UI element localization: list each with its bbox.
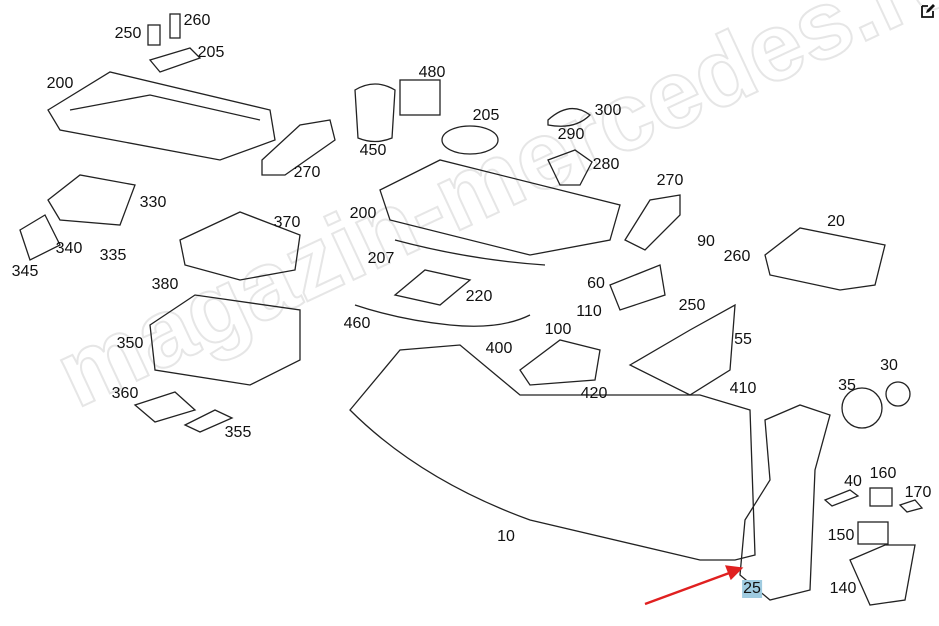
part-480	[399, 79, 441, 116]
callout-270-mid[interactable]: 270	[656, 172, 684, 189]
part-40	[823, 489, 860, 507]
part-205-mid	[441, 125, 499, 155]
callout-40[interactable]: 40	[844, 473, 862, 490]
part-250-upper	[147, 24, 161, 46]
callout-207[interactable]: 207	[367, 250, 395, 267]
callout-20[interactable]: 20	[827, 213, 845, 230]
callout-330[interactable]: 330	[139, 194, 167, 211]
callout-205[interactable]: 205	[197, 44, 225, 61]
edit-icon[interactable]	[920, 3, 936, 19]
part-330	[47, 174, 136, 226]
part-10	[349, 344, 756, 561]
callout-400[interactable]: 400	[485, 340, 513, 357]
part-30	[885, 381, 911, 407]
part-200-mid	[379, 159, 621, 256]
callout-100[interactable]: 100	[544, 321, 572, 338]
part-460	[354, 304, 531, 327]
callout-110[interactable]: 110	[576, 303, 602, 320]
part-270-upper	[261, 119, 336, 176]
callout-55[interactable]: 55	[734, 331, 752, 348]
part-200-upper	[47, 71, 276, 161]
part-207	[394, 239, 546, 266]
callout-345[interactable]: 345	[11, 263, 39, 280]
part-340-345	[19, 214, 61, 261]
callout-335[interactable]: 335	[99, 247, 127, 264]
pointer-arrow	[644, 570, 733, 606]
callout-150[interactable]: 150	[827, 527, 855, 544]
callout-460[interactable]: 460	[343, 315, 371, 332]
callout-280[interactable]: 280	[592, 156, 620, 173]
callout-370[interactable]: 370	[273, 214, 301, 231]
callout-360[interactable]: 360	[111, 385, 139, 402]
callout-25-highlighted[interactable]: 25	[742, 580, 762, 598]
part-270-mid	[624, 194, 681, 251]
part-55	[628, 303, 736, 396]
part-170	[898, 499, 924, 513]
callout-380[interactable]: 380	[151, 276, 179, 293]
callout-270[interactable]: 270	[293, 164, 321, 181]
part-220	[393, 269, 472, 306]
part-25	[739, 404, 831, 601]
callout-260-mid[interactable]: 260	[723, 248, 751, 265]
callout-480[interactable]: 480	[418, 64, 446, 81]
part-360	[133, 391, 197, 423]
callout-30[interactable]: 30	[880, 357, 898, 374]
part-355	[183, 409, 234, 433]
callout-35[interactable]: 35	[838, 377, 856, 394]
part-280	[547, 149, 593, 186]
callout-420[interactable]: 420	[580, 385, 608, 402]
callout-290[interactable]: 290	[557, 126, 585, 143]
callout-250[interactable]: 250	[114, 25, 142, 42]
callout-200[interactable]: 200	[46, 75, 74, 92]
part-100	[519, 339, 601, 386]
part-350	[149, 294, 301, 386]
part-450	[354, 83, 396, 143]
callout-160[interactable]: 160	[869, 465, 897, 482]
part-370	[179, 211, 301, 281]
part-160	[869, 487, 893, 507]
callout-350[interactable]: 350	[116, 335, 144, 352]
callout-355[interactable]: 355	[224, 424, 252, 441]
part-150	[857, 521, 889, 545]
callout-60[interactable]: 60	[587, 275, 605, 292]
callout-170[interactable]: 170	[904, 484, 932, 501]
part-205-upper	[148, 47, 202, 73]
part-260-upper	[169, 13, 181, 39]
callout-410[interactable]: 410	[729, 380, 757, 397]
callout-140[interactable]: 140	[829, 580, 857, 597]
part-35	[841, 387, 883, 429]
callout-450[interactable]: 450	[359, 142, 387, 159]
callout-10[interactable]: 10	[497, 528, 515, 545]
callout-340[interactable]: 340	[55, 240, 83, 257]
pointer-arrowhead	[725, 565, 744, 581]
callout-200-mid[interactable]: 200	[349, 205, 377, 222]
part-300	[547, 108, 591, 127]
part-140	[849, 544, 916, 606]
callout-250-mid[interactable]: 250	[678, 297, 706, 314]
part-20	[764, 227, 886, 291]
callout-260[interactable]: 260	[183, 12, 211, 29]
callout-300[interactable]: 300	[594, 102, 622, 119]
part-60	[609, 264, 666, 311]
callout-220[interactable]: 220	[465, 288, 493, 305]
callout-90[interactable]: 90	[697, 233, 715, 250]
callout-205-mid[interactable]: 205	[472, 107, 500, 124]
